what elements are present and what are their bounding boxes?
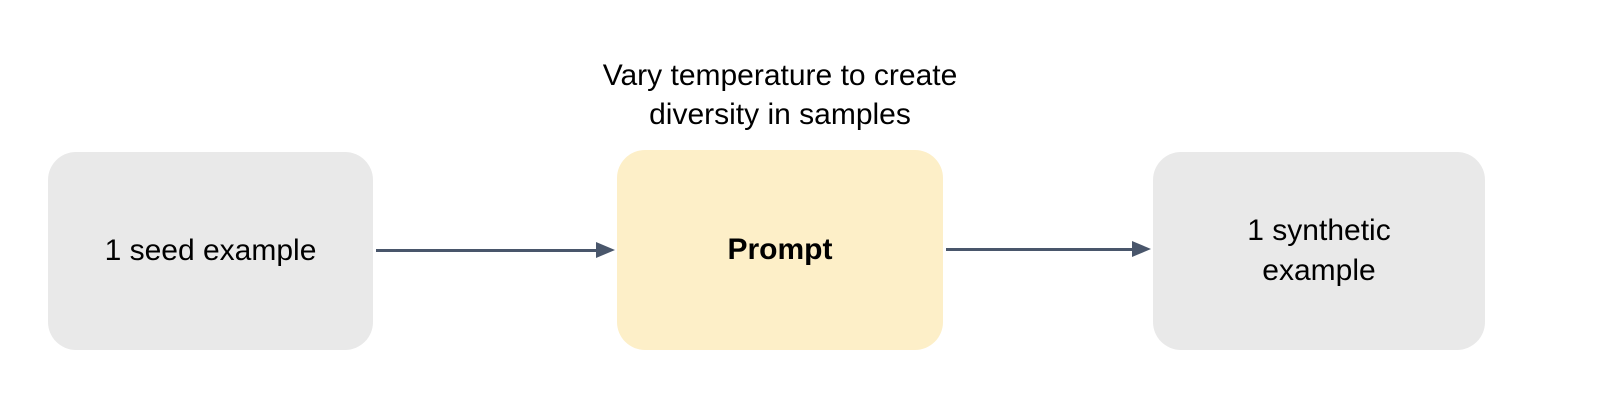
prompt-label: Prompt: [727, 233, 833, 266]
arrow-shaft: [376, 248, 596, 252]
arrow-shaft: [946, 247, 1132, 251]
seed-example-node: 1 seed example: [48, 152, 373, 350]
synthetic-example-node: 1 synthetic example: [1153, 152, 1485, 350]
prompt-caption: Vary temperature to create diversity in …: [602, 59, 958, 131]
arrow-seed-to-prompt: [376, 242, 615, 258]
arrow-prompt-to-synthetic: [946, 241, 1151, 257]
prompt-node: Prompt: [617, 150, 943, 350]
seed-example-label: 1 seed example: [104, 234, 317, 267]
synthetic-example-label: 1 synthetic example: [1247, 214, 1391, 287]
arrow-right-icon: [596, 242, 615, 258]
arrow-right-icon: [1132, 241, 1151, 257]
